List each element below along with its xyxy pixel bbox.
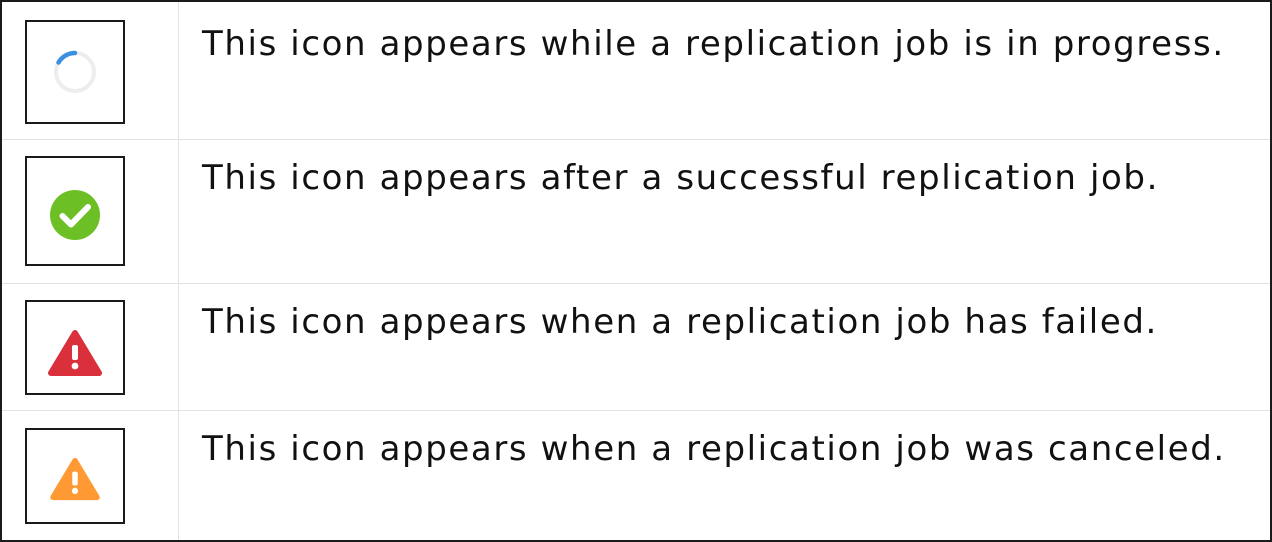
row-description: This icon appears after a successful rep… [202, 158, 1160, 198]
row-description: This icon appears when a replication job… [202, 302, 1158, 342]
icon-frame [25, 428, 125, 524]
error-warning-icon [48, 329, 102, 376]
success-check-icon [50, 190, 100, 240]
legend-row-in-progress: This icon appears while a replication jo… [2, 2, 1270, 140]
icon-cell [2, 411, 179, 540]
loading-spinner-icon [54, 50, 96, 93]
icon-frame [25, 300, 125, 395]
canceled-warning-icon [50, 457, 100, 501]
row-description: This icon appears when a replication job… [202, 429, 1226, 469]
legend-row-success: This icon appears after a successful rep… [2, 140, 1270, 284]
icon-cell [2, 2, 179, 139]
icon-cell [2, 140, 179, 283]
legend-row-canceled: This icon appears when a replication job… [2, 411, 1270, 540]
icon-cell [2, 284, 179, 410]
legend-row-failed: This icon appears when a replication job… [2, 284, 1270, 411]
row-description: This icon appears while a replication jo… [202, 24, 1225, 64]
icon-frame [25, 20, 125, 124]
icon-frame [25, 156, 125, 266]
